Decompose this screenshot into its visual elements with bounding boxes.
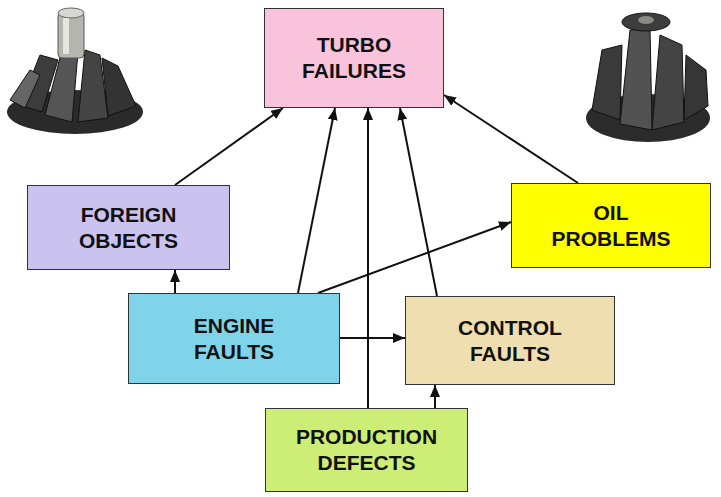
cause-arrow: [340, 337, 405, 339]
cause-arrow: [367, 108, 369, 408]
cause-arrow: [434, 385, 436, 408]
cause-arrow: [318, 222, 511, 293]
cause-arrow: [444, 95, 578, 183]
effect-box: TURBO FAILURES: [264, 8, 444, 108]
compressor-wheel-right: [586, 13, 710, 142]
box-label: CONTROL FAULTS: [445, 315, 575, 366]
cause-box: FOREIGN OBJECTS: [27, 185, 230, 270]
box-label: OIL PROBLEMS: [541, 200, 681, 251]
cause-box: OIL PROBLEMS: [511, 183, 711, 268]
cause-arrow: [175, 108, 283, 185]
box-label: PRODUCTION DEFECTS: [282, 424, 452, 475]
compressor-wheel-left: [7, 8, 143, 134]
cause-arrow: [174, 270, 176, 293]
cause-arrow: [298, 108, 335, 293]
cause-arrow: [400, 108, 437, 296]
cause-box: PRODUCTION DEFECTS: [265, 408, 468, 492]
cause-box: CONTROL FAULTS: [405, 296, 615, 385]
box-label: ENGINE FAULTS: [174, 313, 294, 364]
box-label: FOREIGN OBJECTS: [54, 202, 204, 253]
cause-box: ENGINE FAULTS: [128, 293, 340, 384]
box-label: TURBO FAILURES: [289, 32, 419, 83]
